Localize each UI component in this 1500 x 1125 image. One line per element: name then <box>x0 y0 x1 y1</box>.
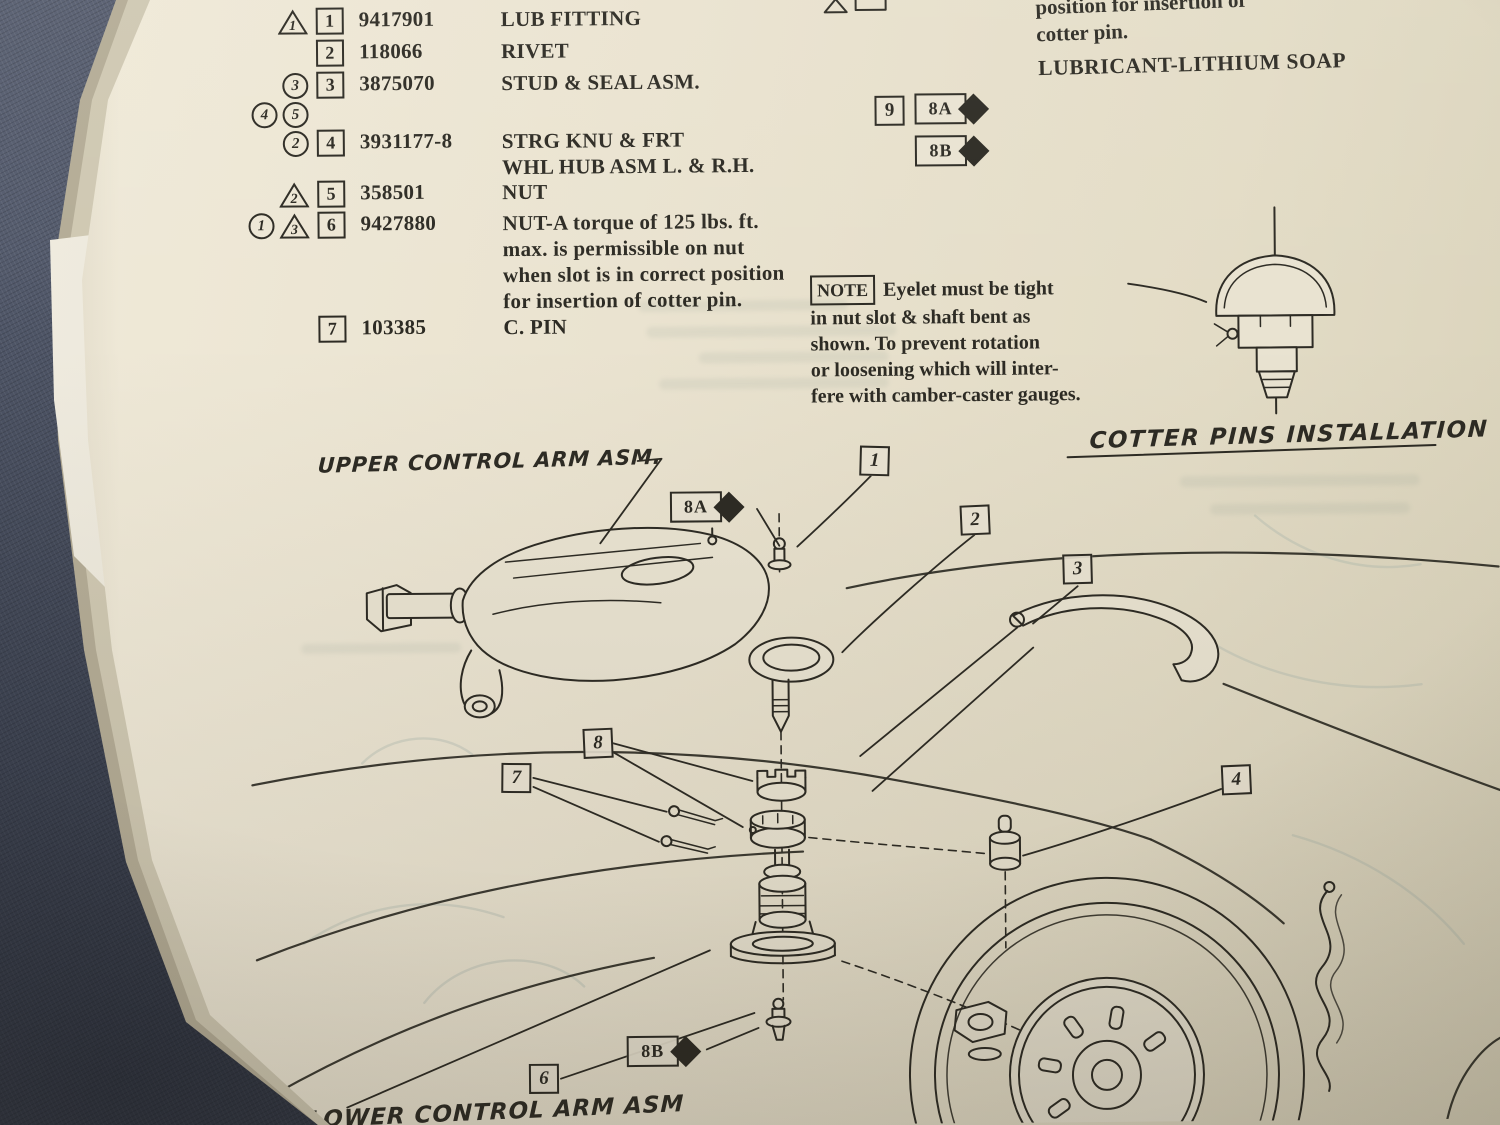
part-number: 103385 <box>361 314 427 340</box>
circle-ref-symbol: 1 <box>248 213 275 240</box>
grease-fitting-art <box>765 997 792 1041</box>
parts-row: 1 1 9417901 LUB FITTING <box>218 5 642 37</box>
bleed-text-bar <box>1179 474 1420 488</box>
callout-6: 6 <box>528 1063 560 1094</box>
cut-paragraph-fragment: position for insertion of cotter pin. <box>1034 0 1246 47</box>
legend-item-9-box: 9 <box>874 95 905 126</box>
cotter-installation-art <box>1213 206 1336 415</box>
fender-frame-curves <box>251 551 1500 1121</box>
svg-text:1: 1 <box>289 19 296 34</box>
part-description: NUT-A torque of 125 lbs. ft. max. is per… <box>502 208 785 314</box>
circle-ref-symbol: 5 <box>282 101 309 129</box>
callout-1: 1 <box>859 445 890 477</box>
callout-2: 2 <box>959 504 991 536</box>
part-number: 118066 <box>358 38 423 64</box>
parts-row: 2 5 358501 NUT <box>219 179 548 210</box>
callout-8: 8 <box>582 727 614 759</box>
item-number-box: 7 <box>318 315 347 343</box>
item-number-box: 5 <box>317 180 346 208</box>
svg-text:3: 3 <box>290 223 298 238</box>
item-number-box: 2 <box>315 39 345 67</box>
item-number-box: 4 <box>316 129 345 157</box>
circle-ref-symbol: 4 <box>251 102 278 129</box>
lower-ball-joint-art <box>729 848 836 965</box>
part-number: 9417901 <box>358 6 435 32</box>
legend-tag-8b: 8B <box>914 134 990 167</box>
castle-nut-upper-art <box>756 768 807 802</box>
part-number: 3875070 <box>359 70 436 96</box>
part-number: 358501 <box>360 179 426 205</box>
upper-control-arm-art <box>365 526 835 733</box>
cut-top-symbols <box>823 0 887 14</box>
parts-row: 7 103385 C. PIN <box>220 314 567 344</box>
assembly-centerlines <box>778 512 1054 1047</box>
triangle-ref-symbol: 2 <box>279 182 310 209</box>
triangle-ref-symbol: 3 <box>279 213 310 240</box>
circle-ref-symbol: 2 <box>282 130 309 158</box>
part-description: LUB FITTING <box>500 5 642 32</box>
bleed-through-strokes <box>302 514 1466 1005</box>
callout-8a-tag: 8A <box>669 491 745 523</box>
circle-ref-symbol: 3 <box>282 72 309 100</box>
item-number-box: 1 <box>315 7 344 35</box>
note-label-box: NOTE <box>809 274 876 306</box>
parts-row: 2 4 3931177-8 STRG KNU & FRT WHL HUB ASM… <box>219 126 755 183</box>
legend-tag-8a: 8A <box>914 92 990 125</box>
part-description: NUT <box>502 179 548 205</box>
callout-4: 4 <box>1220 764 1253 796</box>
part-number: 9427880 <box>360 210 437 236</box>
parts-row: 2 118066 RIVET <box>218 38 569 68</box>
part-number: 3931177-8 <box>359 128 453 154</box>
item-number-box: 6 <box>317 211 346 239</box>
parts-row: 1 3 6 9427880 NUT-A torque of 125 lbs. f… <box>219 208 785 317</box>
cotter-pin-art <box>660 835 716 854</box>
part-description: RIVET <box>500 38 570 64</box>
callout-7: 7 <box>501 762 532 794</box>
steering-knuckle-arm-art <box>1008 594 1220 683</box>
brake-rotor-art <box>908 876 1305 1125</box>
bleed-text-bar <box>1209 502 1411 515</box>
spindle-nut-art <box>953 1000 1008 1061</box>
bleed-text-bar <box>301 642 462 654</box>
svg-text:2: 2 <box>290 192 298 207</box>
caption-underline <box>1066 444 1437 459</box>
splash-shield-art <box>1315 880 1345 1092</box>
parts-row: 3 3 3875070 STUD & SEAL ASM. <box>218 68 700 100</box>
triangle-ref-symbol: 1 <box>277 9 308 36</box>
part-description: STRG KNU & FRT WHL HUB ASM L. & R.H. <box>501 127 755 180</box>
callout-8b-tag: 8B <box>626 1035 702 1068</box>
item-number-box: 3 <box>316 71 345 99</box>
parts-row: 4 5 <box>218 101 309 129</box>
part-description: C. PIN <box>503 314 568 340</box>
callout-3: 3 <box>1062 553 1093 585</box>
castle-nut-lower-art <box>748 809 806 849</box>
cotter-pin-art <box>668 805 724 826</box>
part-description: STUD & SEAL ASM. <box>501 69 700 96</box>
bushing-stud-art <box>988 814 1022 871</box>
